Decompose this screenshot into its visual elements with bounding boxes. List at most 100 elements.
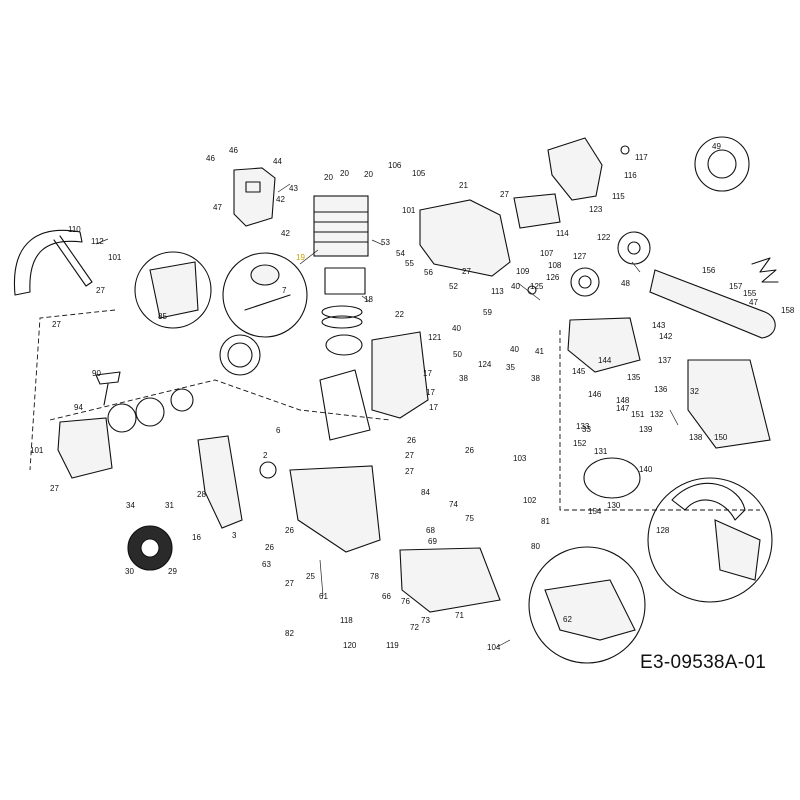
callout-66: 66	[382, 592, 391, 601]
callout-68: 68	[426, 526, 435, 535]
callout-113: 113	[491, 287, 504, 296]
callout-130: 130	[607, 501, 621, 510]
callout-135: 135	[627, 373, 641, 382]
callout-133: 33	[582, 425, 591, 434]
callout-110: 110	[68, 225, 81, 234]
callout-19: 19	[296, 253, 305, 262]
callout-154: 154	[588, 507, 602, 516]
callout-17: 17	[423, 369, 432, 378]
callout-114: 114	[556, 229, 569, 238]
callout-137: 137	[658, 356, 672, 365]
callout-49: 49	[712, 142, 721, 151]
callout-35: 35	[506, 363, 515, 372]
callout-112: 112	[91, 237, 104, 246]
callout-128: 128	[656, 526, 670, 535]
callout-136: 136	[654, 385, 668, 394]
callout-69: 69	[428, 537, 437, 546]
callout-29: 29	[168, 567, 177, 576]
callout-115: 115	[612, 192, 625, 201]
callout-26: 26	[265, 543, 274, 552]
callout-6: 6	[276, 426, 281, 435]
callout-27: 27	[405, 451, 414, 460]
callout-147: 147	[616, 404, 630, 413]
callout-21: 21	[459, 181, 468, 190]
callout-48: 48	[621, 279, 630, 288]
callout-142: 142	[659, 332, 673, 341]
callout-157: 157	[729, 282, 743, 291]
callout-106: 106	[388, 161, 402, 170]
callout-17: 17	[426, 388, 435, 397]
callout-82: 82	[285, 629, 294, 638]
callout-139: 139	[639, 425, 653, 434]
callout-27: 27	[500, 190, 509, 199]
callout-75: 75	[465, 514, 474, 523]
callout-26: 26	[285, 526, 294, 535]
callout-81: 81	[541, 517, 550, 526]
callout-101: 101	[402, 206, 416, 215]
callout-56: 56	[424, 268, 433, 277]
callout-17: 17	[429, 403, 438, 412]
callout-54: 54	[396, 249, 405, 258]
callout-44: 44	[273, 157, 282, 166]
callout-52: 52	[449, 282, 458, 291]
callout-30: 30	[125, 567, 134, 576]
callout-155: 155	[743, 289, 757, 298]
callout-102: 102	[523, 496, 537, 505]
callout-42: 42	[276, 195, 285, 204]
callout-27: 27	[462, 267, 471, 276]
callout-144: 144	[598, 356, 612, 365]
callout-80: 80	[531, 542, 540, 551]
callout-124: 124	[478, 360, 492, 369]
callout-31: 31	[165, 501, 174, 510]
callout-25: 25	[306, 572, 315, 581]
callout-117: 117	[635, 153, 648, 162]
callout-104: 104	[487, 643, 501, 652]
callout-46: 46	[206, 154, 215, 163]
callout-107: 107	[540, 249, 554, 258]
callout-47: 47	[213, 203, 222, 212]
callout-28: 28	[197, 490, 206, 499]
callout-152: 152	[573, 439, 587, 448]
callout-53: 53	[381, 238, 390, 247]
callout-133: 133	[576, 422, 590, 431]
callout-127: 127	[573, 252, 587, 261]
callout-119: 119	[386, 641, 399, 650]
callout-46: 46	[229, 146, 238, 155]
callout-158: 158	[781, 306, 795, 315]
callout-38: 38	[531, 374, 540, 383]
callout-62: 62	[563, 615, 572, 624]
callout-40: 40	[510, 345, 519, 354]
callout-84: 84	[421, 488, 430, 497]
callout-123: 123	[589, 205, 603, 214]
callout-120: 120	[343, 641, 357, 650]
callout-50: 50	[453, 350, 462, 359]
callout-40: 40	[511, 282, 520, 291]
callout-151: 151	[631, 410, 645, 419]
callout-34: 34	[126, 501, 135, 510]
callout-72: 72	[410, 623, 419, 632]
callout-148: 148	[616, 396, 630, 405]
callout-22: 22	[395, 310, 404, 319]
callout-61: 61	[319, 592, 328, 601]
callout-101: 101	[30, 446, 44, 455]
callout-156: 156	[702, 266, 716, 275]
callout-78: 78	[370, 572, 379, 581]
callout-38: 38	[459, 374, 468, 383]
callout-73: 73	[421, 616, 430, 625]
callout-42: 42	[281, 229, 290, 238]
document-code: E3-09538A-01	[640, 652, 767, 673]
callout-103: 103	[513, 454, 527, 463]
callout-76: 76	[401, 597, 410, 606]
callout-143: 143	[652, 321, 666, 330]
callout-150: 150	[714, 433, 728, 442]
callout-27: 27	[50, 484, 59, 493]
callout-94: 94	[74, 403, 83, 412]
callout-146: 146	[588, 390, 602, 399]
callout-16: 16	[192, 533, 201, 542]
callout-26: 26	[407, 436, 416, 445]
callout-18: 18	[364, 295, 373, 304]
callout-121: 121	[428, 333, 442, 342]
callout-85: 85	[158, 312, 167, 321]
callout-132: 132	[650, 410, 664, 419]
